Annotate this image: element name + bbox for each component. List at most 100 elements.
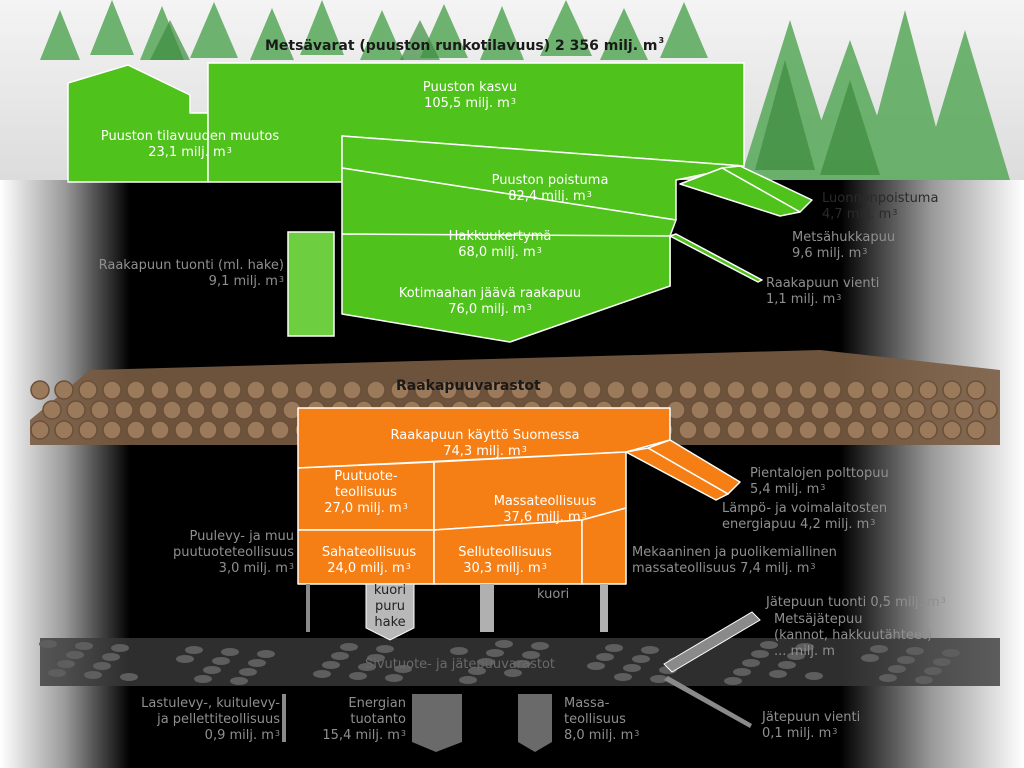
waste-pile xyxy=(39,638,1000,686)
panel-other-value: 3,0 milj. m xyxy=(218,561,288,576)
log-end xyxy=(270,420,290,440)
log-end xyxy=(690,400,710,420)
volume-change-flow xyxy=(67,64,209,183)
log-end xyxy=(174,380,194,400)
log-end xyxy=(318,380,338,400)
log-end xyxy=(630,380,650,400)
forest-resources-title: Metsävarat (puuston runkotilavuus) 2 356… xyxy=(265,36,665,54)
log-end xyxy=(66,400,86,420)
log-end xyxy=(438,380,458,400)
unit-sup: 3 xyxy=(658,36,665,45)
wood-chip xyxy=(203,666,221,674)
unit-sup: 3 xyxy=(402,502,408,511)
log-end xyxy=(726,420,746,440)
log-end xyxy=(678,420,698,440)
log-end xyxy=(30,380,50,400)
volume-change-title: Puuston tilavuuden muutos xyxy=(100,129,280,144)
forest-waste-label: Metsäjätepuu (kannot, hakkuutähteet) ...… xyxy=(774,612,932,660)
unit-sup: 3 xyxy=(288,562,294,571)
drain-flow xyxy=(341,135,745,221)
pulp-mills-title: Selluteollisuus xyxy=(458,545,552,560)
log-end xyxy=(714,400,734,420)
wood-products-value: 27,0 milj. m xyxy=(324,501,402,516)
energy-wood-outflow xyxy=(625,447,729,501)
mechanical-pulp-title: Mekaaninen ja puolikemiallinen xyxy=(632,545,837,560)
pulp-bottom-title-2: teollisuus xyxy=(564,712,626,727)
log-end xyxy=(942,420,962,440)
domestic-roundwood-label: Kotimaahan jäävä raakapuu 76,0 milj. m3 xyxy=(380,286,600,318)
wood-chip xyxy=(120,673,138,681)
unit-sup: 3 xyxy=(820,483,826,492)
energy-wood-title: Lämpö- ja voimalaitosten xyxy=(722,501,888,516)
log-end xyxy=(270,380,290,400)
house-fuel-value: 5,4 milj. m xyxy=(750,482,820,497)
byproduct-storage-title: Sivutuote- ja jätepuuvarastot xyxy=(365,657,556,672)
growth-value: 105,5 milj. m xyxy=(424,96,510,111)
wood-chip xyxy=(477,658,495,666)
wood-chip xyxy=(614,673,632,681)
wood-chip xyxy=(942,649,960,657)
wood-chip xyxy=(605,644,623,652)
unit-sup: 3 xyxy=(510,97,516,106)
log-end xyxy=(930,400,950,420)
panel-other-title-1: Puulevy- ja muu xyxy=(189,529,294,544)
log-end xyxy=(942,380,962,400)
wood-chip xyxy=(733,668,751,676)
log-end xyxy=(90,400,110,420)
log-end xyxy=(150,380,170,400)
sawmills-label: Sahateollisuus 24,0 milj. m3 xyxy=(306,545,432,577)
log-end xyxy=(822,420,842,440)
domestic-roundwood-flow xyxy=(341,233,671,343)
log-end xyxy=(78,420,98,440)
unit-sup: 3 xyxy=(278,275,284,284)
wood-chip xyxy=(194,675,212,683)
wood-chip xyxy=(751,650,769,658)
natural-drain-label: Luonnonpoistuma 4,7 milj. m3 xyxy=(822,191,938,223)
roundwood-use-flow xyxy=(297,407,671,469)
log-end xyxy=(870,420,890,440)
pulp-bottom-label: Massa- teollisuus 8,0 milj. m3 xyxy=(564,696,639,744)
log-end xyxy=(390,380,410,400)
wood-chip xyxy=(924,667,942,675)
log-end xyxy=(738,400,758,420)
log-end xyxy=(414,380,434,400)
log-end xyxy=(462,380,482,400)
log-end xyxy=(978,400,998,420)
energy-title-1: Energian xyxy=(348,696,406,711)
log-end xyxy=(678,380,698,400)
drain-value: 82,4 milj. m xyxy=(508,189,586,204)
log-end xyxy=(726,380,746,400)
log-end xyxy=(198,380,218,400)
wood-chip xyxy=(376,645,394,653)
log-end xyxy=(54,420,74,440)
log-end xyxy=(858,400,878,420)
log-end xyxy=(102,420,122,440)
log-end xyxy=(138,400,158,420)
wood-chip xyxy=(385,674,403,682)
logging-residue-title: Metsähukkapuu xyxy=(792,230,896,245)
log-end xyxy=(582,380,602,400)
harvest-title: Hakkuukertymä xyxy=(448,229,552,244)
waste-export-title: Jätepuun vienti xyxy=(762,710,861,725)
log-end xyxy=(150,420,170,440)
pulp-mills-value: 30,3 milj. m xyxy=(463,561,541,576)
domestic-roundwood-title: Kotimaahan jäävä raakapuu xyxy=(398,286,582,301)
drain-title: Puuston poistuma xyxy=(491,173,609,188)
wood-chip xyxy=(796,643,814,651)
wood-chip xyxy=(495,640,513,648)
wood-chip xyxy=(623,664,641,672)
roundwood-import-title: Raakapuun tuonti (ml. hake) xyxy=(98,258,284,273)
log-end xyxy=(54,380,74,400)
wood-chip xyxy=(769,670,787,678)
domestic-roundwood-value: 76,0 milj. m xyxy=(448,302,526,317)
roundwood-use-value: 74,3 milj. m xyxy=(443,444,521,459)
forest-waste-value: ... milj. m xyxy=(774,644,835,659)
wood-chip xyxy=(787,652,805,660)
mechanical-pulp-value: massateollisuus 7,4 milj. m xyxy=(632,561,810,576)
wood-chip xyxy=(513,660,531,668)
wood-chip xyxy=(879,674,897,682)
wood-chip xyxy=(230,677,248,685)
pulp-mills-label: Selluteollisuus 30,3 milj. m3 xyxy=(440,545,570,577)
wood-chip xyxy=(596,653,614,661)
